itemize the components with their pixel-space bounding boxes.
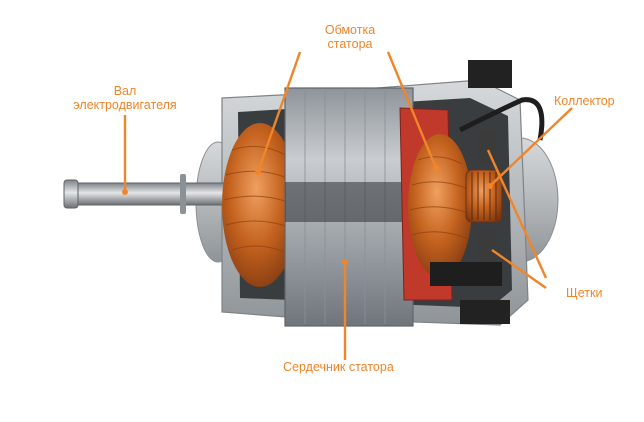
leader-brushes-b xyxy=(491,249,547,289)
shaft-clip xyxy=(180,174,186,214)
label-stator-core: Сердечник статора xyxy=(283,360,394,374)
label-shaft-line2: электродвигателя xyxy=(73,98,177,112)
leader-stator-winding-b xyxy=(386,51,438,169)
leader-commutator xyxy=(489,107,573,187)
brush-bottom xyxy=(478,228,496,262)
stator-core-slot xyxy=(285,182,413,222)
label-shaft: Вал электродвигателя xyxy=(62,84,188,112)
leader-brushes-a xyxy=(486,149,548,279)
brush-clip-bottom xyxy=(460,300,510,324)
label-shaft-line1: Вал xyxy=(113,84,137,98)
leader-stator-winding-a xyxy=(256,51,302,173)
terminal-block xyxy=(430,262,502,286)
wire xyxy=(458,97,545,141)
label-brushes: Щетки xyxy=(566,286,603,300)
stator-winding-front xyxy=(222,123,298,287)
stator-winding-rear xyxy=(408,134,472,278)
label-stator-winding-line2: статора xyxy=(327,37,373,51)
shaft-tip xyxy=(63,179,79,209)
brush-clip-top xyxy=(468,60,512,88)
motor-shaft xyxy=(67,182,239,206)
label-stator-winding-line1: Обмотка xyxy=(324,23,376,37)
label-commutator: Коллектор xyxy=(554,94,615,108)
label-stator-winding: Обмотка статора xyxy=(312,23,388,51)
